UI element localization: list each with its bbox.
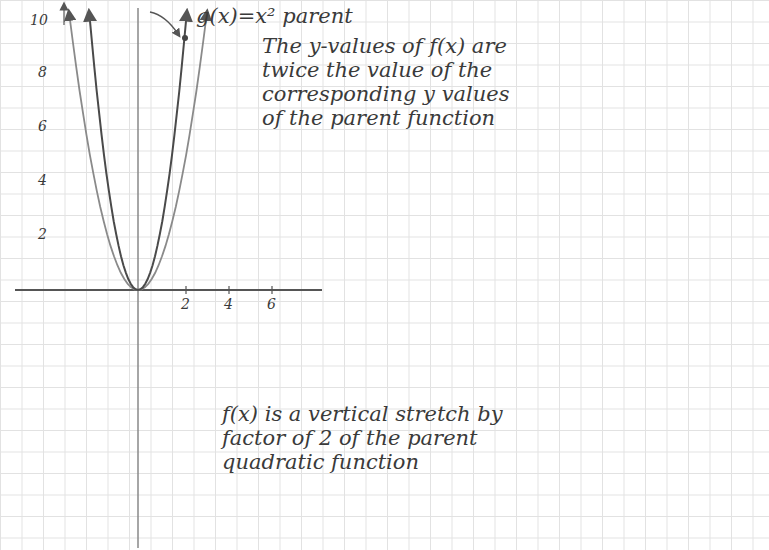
axis-number: 4 — [38, 172, 47, 188]
parent-parabola — [69, 15, 206, 290]
function-label: g(x)=x² parent — [196, 4, 496, 28]
axis-number: 8 — [38, 64, 47, 80]
note-text: The y-values of f(x) are twice the value… — [262, 34, 512, 131]
axis-number: 10 — [30, 12, 48, 28]
axis-number: 4 — [224, 296, 233, 312]
axis-number: 2 — [38, 226, 47, 242]
x-axis — [15, 289, 322, 291]
axis-number: 2 — [181, 296, 190, 312]
axis-number: 6 — [38, 118, 47, 134]
y-axis — [137, 8, 139, 548]
pointer-arrow — [150, 12, 178, 34]
stretched-parabola — [89, 15, 186, 290]
axis-number: 6 — [267, 296, 276, 312]
note-text: f(x) is a vertical stretch by factor of … — [222, 402, 532, 474]
